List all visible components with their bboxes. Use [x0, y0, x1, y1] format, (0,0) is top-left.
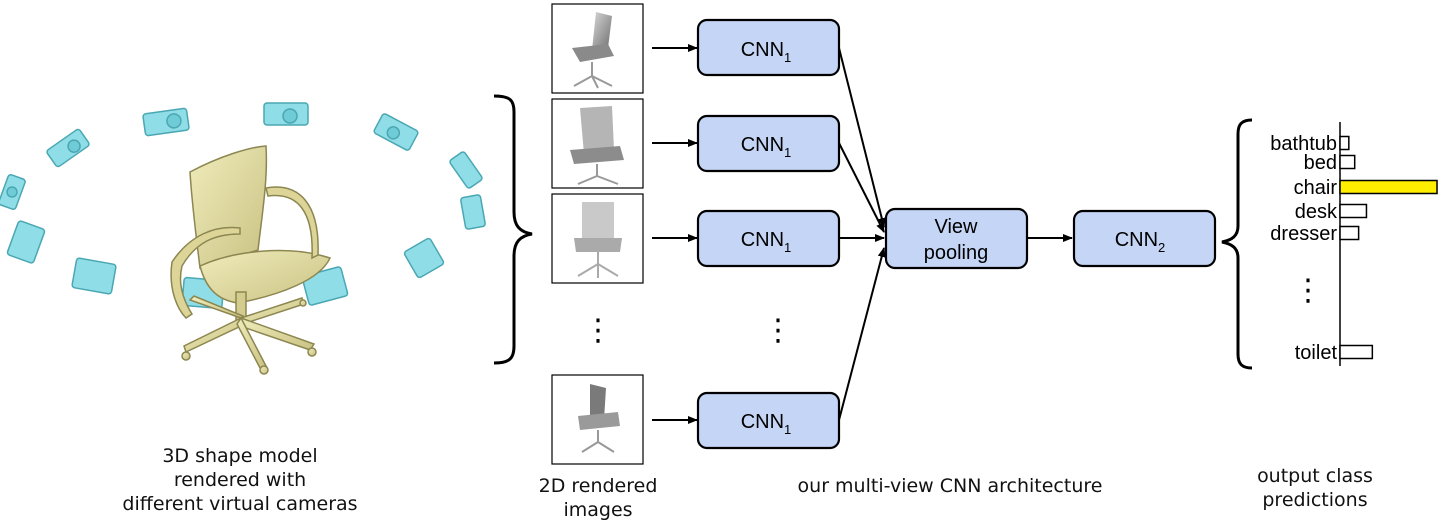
arrow — [838, 142, 885, 233]
shape-model-caption: 3D shape model rendered with different v… — [110, 444, 370, 516]
rendered-images-caption-line-2: images — [563, 499, 633, 521]
shape-model-caption-line-1: 3D shape model — [162, 445, 318, 467]
class-label-bed: bed — [1304, 152, 1337, 174]
cnn1-box: CNN1 — [696, 391, 841, 450]
class-label-desk: desk — [1295, 201, 1338, 223]
camera-icon — [460, 194, 486, 230]
cnn1-boxes: CNN1 CNN1 CNN1 ⋮ CNN1 — [696, 18, 841, 450]
camera-icon — [449, 151, 483, 189]
class-bar-bed — [1339, 154, 1356, 170]
svg-text:CNN1: CNN1 — [741, 229, 792, 255]
cnn1-box: CNN1 — [696, 18, 841, 77]
image-to-cnn-arrows — [652, 44, 698, 424]
rendered-images: ⋮ — [551, 3, 644, 465]
class-bar-chair — [1339, 179, 1438, 195]
cnn2-label: CNN — [1115, 229, 1158, 251]
prediction-gap-ellipsis: ⋮ — [1293, 274, 1323, 307]
rendered-view-3 — [551, 193, 644, 284]
camera-icon — [403, 237, 445, 279]
cnn1-ellipsis: ⋮ — [763, 314, 793, 347]
camera-icon — [71, 257, 117, 295]
predictions-caption: output class predictions — [1230, 464, 1400, 512]
class-label-bathtub: bathtub — [1270, 133, 1337, 155]
architecture-caption: our multi-view CNN architecture — [770, 474, 1130, 498]
class-label-toilet: toilet — [1295, 342, 1338, 364]
camera-icon — [46, 128, 90, 168]
camera-ring — [0, 102, 486, 310]
class-label-dresser: dresser — [1270, 223, 1337, 245]
cnn1-label: CNN — [741, 229, 784, 251]
view-pooling-box: View pooling — [884, 207, 1029, 270]
chair-model — [170, 145, 332, 375]
shape-model-illustration — [0, 102, 486, 375]
cnn1-label: CNN — [741, 39, 784, 61]
views-brace — [493, 94, 533, 365]
class-bar-desk — [1339, 203, 1368, 219]
cnn1-subscript: 1 — [784, 145, 791, 160]
architecture-caption-text: our multi-view CNN architecture — [797, 475, 1103, 497]
cnn1-subscript: 1 — [784, 422, 791, 437]
cnn1-label: CNN — [741, 134, 784, 156]
cnn1-subscript: 1 — [784, 50, 791, 65]
rendered-images-ellipsis: ⋮ — [583, 314, 613, 347]
cnn1-label: CNN — [741, 411, 784, 433]
svg-text:CNN1: CNN1 — [741, 134, 792, 160]
cnn1-box: CNN1 — [696, 114, 841, 173]
cnn1-box: CNN1 — [696, 209, 841, 268]
shape-model-caption-line-2: rendered with — [173, 469, 307, 491]
class-bar-dresser — [1339, 225, 1360, 241]
predictions-caption-line-1: output class — [1257, 465, 1373, 487]
class-bar-bathtub — [1339, 135, 1350, 151]
class-bar-toilet — [1339, 344, 1374, 360]
camera-icon — [142, 107, 190, 137]
view-pooling-line-1: View — [935, 216, 979, 238]
shape-model-caption-line-3: different virtual cameras — [122, 493, 358, 515]
predictions-brace — [1221, 118, 1253, 370]
class-label-chair: chair — [1294, 177, 1338, 199]
camera-icon — [0, 173, 26, 211]
camera-icon — [6, 220, 46, 264]
camera-icon — [373, 113, 419, 151]
cnn-to-pooling-arrows — [838, 47, 886, 421]
predictions-caption-line-2: predictions — [1262, 489, 1368, 511]
cnn2-box: CNN2 — [1072, 209, 1217, 268]
svg-text:CNN2: CNN2 — [1115, 229, 1166, 255]
svg-text:CNN1: CNN1 — [741, 39, 792, 65]
rendered-view-2 — [551, 98, 644, 189]
rendered-images-caption: 2D rendered images — [518, 474, 678, 522]
rendered-view-n — [551, 374, 644, 465]
arrow — [838, 247, 886, 421]
rendered-view-1 — [551, 3, 644, 94]
view-pooling-line-2: pooling — [924, 242, 989, 264]
cnn1-subscript: 1 — [784, 240, 791, 255]
camera-icon — [263, 102, 309, 126]
rendered-images-caption-line-1: 2D rendered — [538, 475, 658, 497]
arrow — [838, 47, 886, 228]
cnn2-subscript: 2 — [1158, 240, 1165, 255]
svg-text:CNN1: CNN1 — [741, 411, 792, 437]
